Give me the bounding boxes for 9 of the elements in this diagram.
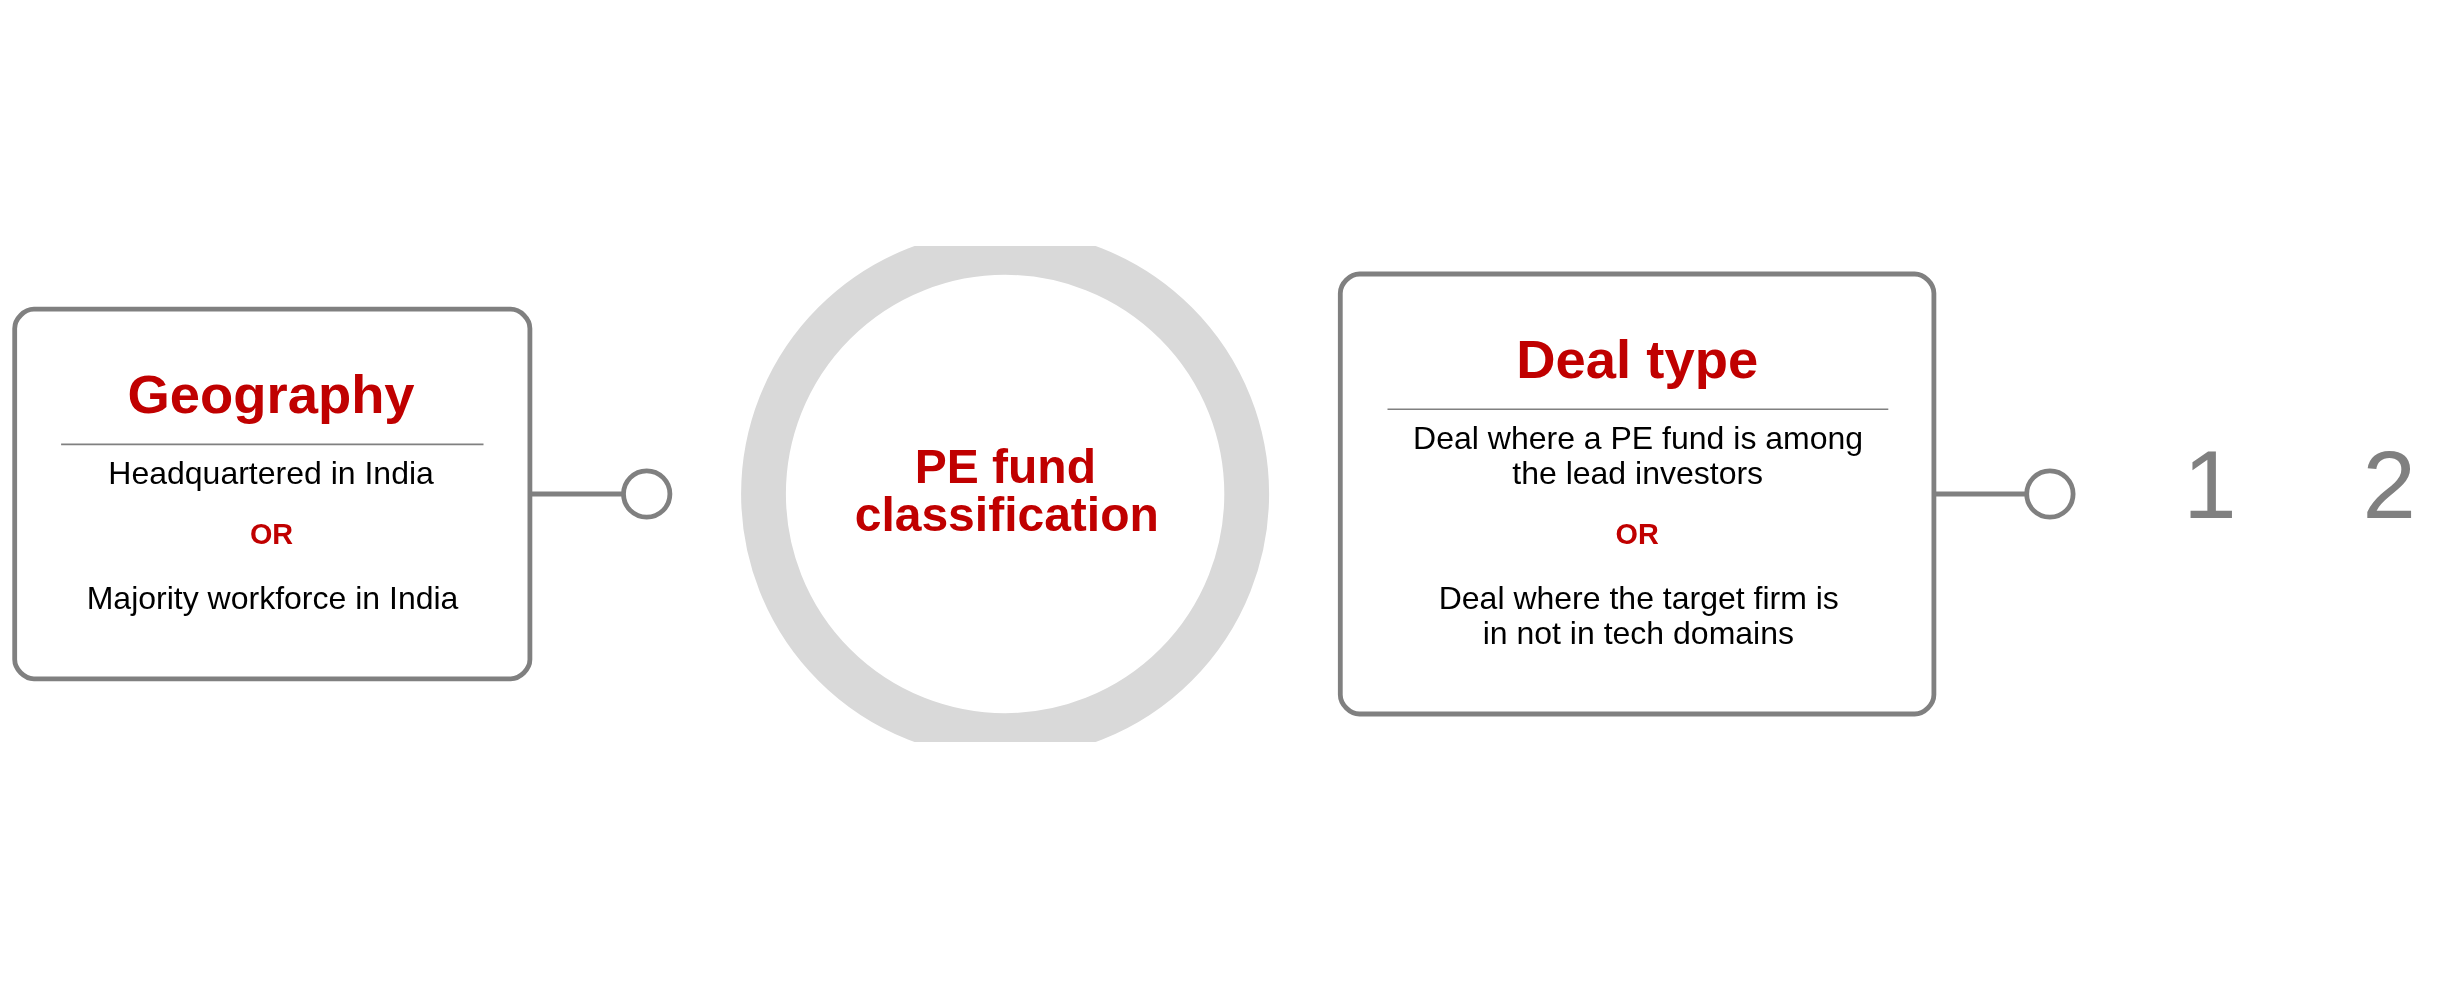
label: 2 xyxy=(2362,430,2416,538)
node-box: Deal type Deal where a PE fund is among the lead investors OR Deal where the target firm is in not in tech domains xyxy=(1337,271,1937,716)
label: 1 xyxy=(2183,430,2237,538)
node-box: Geography Headquartered in India OR Majority workforce in India xyxy=(12,306,533,681)
node-circle xyxy=(621,467,673,520)
connector xyxy=(1934,491,2027,496)
node-circle: PE fund classification xyxy=(741,245,1270,742)
node-circle xyxy=(2024,467,2076,520)
connector xyxy=(530,491,624,496)
